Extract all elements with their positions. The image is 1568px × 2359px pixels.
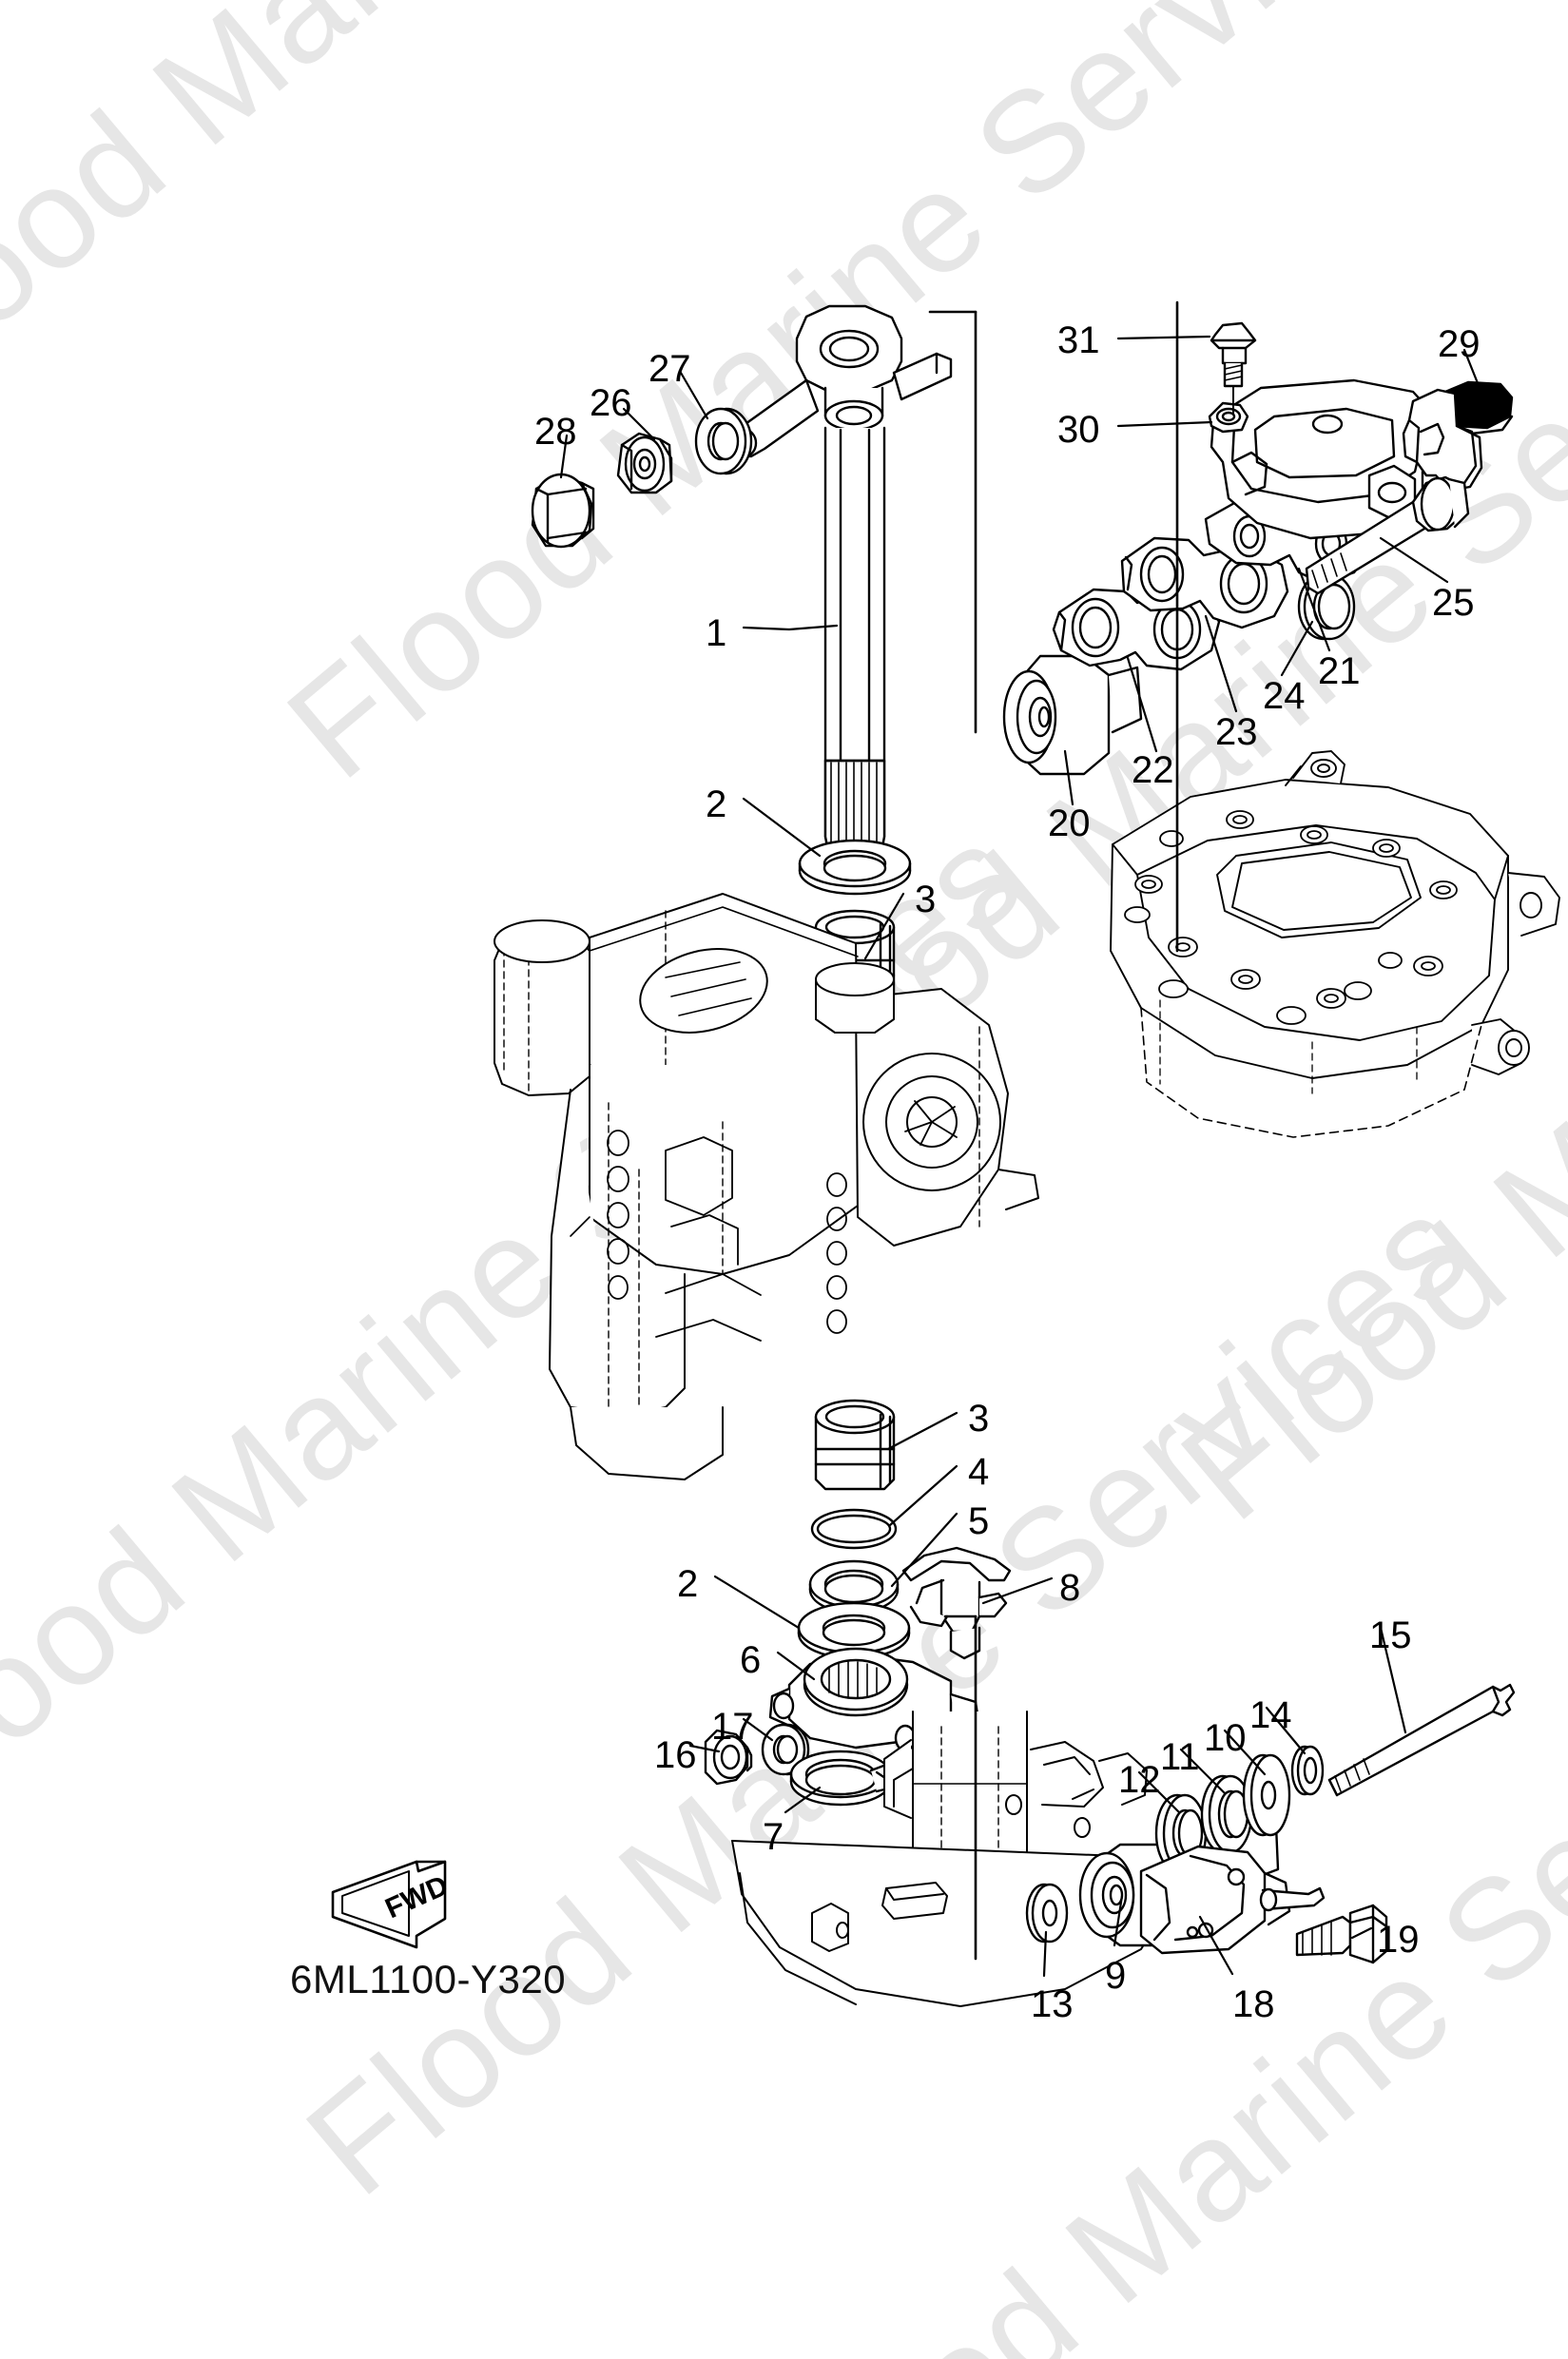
part-washer-flat xyxy=(1242,1753,1291,1837)
callout-14[interactable]: 14 xyxy=(1249,1694,1292,1736)
part-upper-mount-bracket xyxy=(1402,388,1483,493)
part-washer-small xyxy=(1025,1883,1069,1943)
part-washer-wave xyxy=(1200,1774,1253,1854)
callout-18[interactable]: 18 xyxy=(1232,1983,1275,2025)
callout-27[interactable]: 27 xyxy=(648,348,691,390)
callout-24[interactable]: 24 xyxy=(1263,675,1306,717)
part-tilt-shaft-bolt xyxy=(1327,1683,1516,1797)
part-bolt-flange-head xyxy=(1210,321,1257,416)
part-clamp-bracket-assembly xyxy=(731,1711,1172,2007)
part-washer-lock xyxy=(761,1723,810,1776)
callout-21[interactable]: 21 xyxy=(1318,650,1361,692)
callout-29[interactable]: 29 xyxy=(1438,323,1481,365)
part-washer-spacer xyxy=(1290,1745,1325,1796)
callout-5[interactable]: 5 xyxy=(968,1500,990,1542)
callout-3b[interactable]: 3 xyxy=(968,1398,990,1440)
part-washer-upper xyxy=(798,839,912,896)
part-washer-plain xyxy=(694,407,753,475)
callout-4[interactable]: 4 xyxy=(968,1451,990,1493)
callout-10[interactable]: 10 xyxy=(1204,1717,1247,1759)
callout-30[interactable]: 30 xyxy=(1057,409,1100,451)
part-clamp-bracket-lower xyxy=(1139,1845,1326,1955)
callout-3a[interactable]: 3 xyxy=(915,879,937,920)
callout-15[interactable]: 15 xyxy=(1369,1615,1412,1656)
callout-13[interactable]: 13 xyxy=(1031,1983,1074,2025)
leader-lines xyxy=(559,335,1481,1978)
section-guide-lines xyxy=(928,300,1179,1961)
part-nut-locking xyxy=(704,1729,753,1786)
callout-8[interactable]: 8 xyxy=(1059,1567,1081,1609)
forward-direction-arrow xyxy=(331,1860,447,1949)
callout-11[interactable]: 11 xyxy=(1160,1736,1200,1778)
callout-9[interactable]: 9 xyxy=(1105,1955,1127,1997)
part-nut-self-locking xyxy=(616,432,673,494)
part-stopper-lever xyxy=(901,1546,1012,1660)
part-seal-ring xyxy=(808,1559,900,1615)
diagram-part-number: 6ML1100-Y320 xyxy=(290,1957,567,2001)
part-engine-mount-housing xyxy=(494,893,1039,1480)
callout-23[interactable]: 23 xyxy=(1215,711,1258,753)
callout-20[interactable]: 20 xyxy=(1048,802,1091,844)
part-bolt-hex-flange xyxy=(1295,1904,1388,1964)
callout-16[interactable]: 16 xyxy=(654,1734,697,1776)
part-steering-shaft xyxy=(730,304,953,865)
callout-1[interactable]: 1 xyxy=(706,612,727,654)
callout-17[interactable]: 17 xyxy=(711,1706,754,1748)
callout-19[interactable]: 19 xyxy=(1377,1919,1420,1961)
callout-22[interactable]: 22 xyxy=(1132,749,1174,791)
part-damper-bushing xyxy=(1002,654,1143,776)
callout-2b[interactable]: 2 xyxy=(677,1563,699,1605)
part-through-bolt xyxy=(1305,475,1470,595)
callout-7[interactable]: 7 xyxy=(763,1816,784,1858)
part-o-ring xyxy=(810,1508,898,1550)
part-cap-nut xyxy=(531,473,595,549)
part-upper-housing xyxy=(1110,750,1560,1138)
part-bushing-lower xyxy=(814,1399,896,1491)
callout-28[interactable]: 28 xyxy=(534,411,577,453)
callout-25[interactable]: 25 xyxy=(1432,582,1475,624)
callout-2a[interactable]: 2 xyxy=(706,783,727,825)
callout-6[interactable]: 6 xyxy=(740,1639,762,1681)
callout-31[interactable]: 31 xyxy=(1057,319,1100,361)
callout-12[interactable]: 12 xyxy=(1118,1759,1161,1801)
part-washer-lower xyxy=(797,1601,911,1660)
callout-26[interactable]: 26 xyxy=(590,382,632,424)
